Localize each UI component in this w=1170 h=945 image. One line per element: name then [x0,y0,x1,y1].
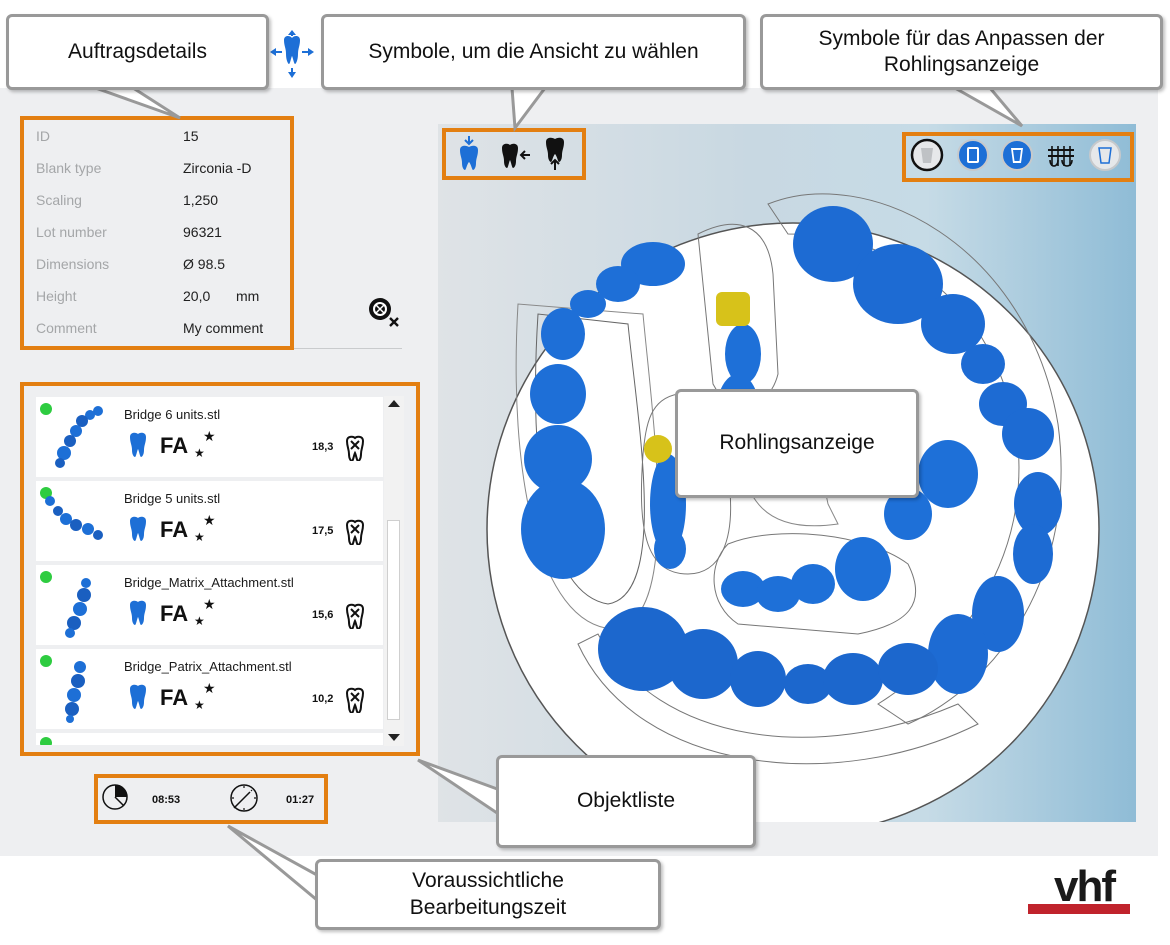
svg-text:★: ★ [194,698,205,711]
holder-bridges-icon[interactable] [1046,142,1076,172]
view-symbols-highlight-box [442,128,586,180]
callout-order-details: Auftragsdetails [6,14,269,90]
list-item[interactable]: Bridge 6 units.stl FA ★★ 18,3 [36,397,383,477]
svg-text:★: ★ [203,429,216,445]
scroll-down-arrow-icon[interactable] [388,734,400,741]
time-highlight-box [94,774,328,824]
object-name: Bridge_Patrix_Attachment.stl [124,659,292,674]
fa-badge: FA [160,685,189,710]
milling-tooth-icon[interactable] [344,433,366,461]
status-dot [40,487,52,499]
svg-text:★: ★ [194,614,205,627]
list-scrollbar[interactable] [384,396,404,746]
object-name: Bridge_Matrix_Attachment.stl [124,575,294,590]
blank-transparent-icon[interactable] [1088,138,1122,172]
milling-tooth-icon[interactable] [344,517,366,545]
status-dot [40,655,52,667]
detail-value-lot-number: 96321 [183,224,222,240]
list-item[interactable]: Bridge_Patrix_Attachment.stl FA ★★ 10,2 [36,649,383,729]
blank-outline-icon[interactable] [910,138,944,172]
blank-symbols-highlight-box [902,132,1134,182]
list-item[interactable]: Bridge 5 units.stl FA ★★ 17,5 [36,481,383,561]
callout-blank-symbols: Symbole für das Anpassen der Rohlingsanz… [760,14,1163,90]
logo-bar [1028,904,1130,914]
svg-text:★: ★ [203,681,216,697]
object-value: 15,6 [312,609,334,621]
list-item-partial[interactable] [36,733,383,745]
list-item[interactable]: Bridge_Matrix_Attachment.stl FA ★★ 15,6 [36,565,383,645]
detail-unit-height: mm [236,288,260,304]
bridge-thumbnail-icon [65,661,86,723]
fa-badge: FA [160,433,189,458]
callout-blank-symbols-line1: Symbole für das Anpassen der [818,26,1105,50]
scroll-up-arrow-icon[interactable] [388,400,400,407]
remaining-time: 01:27 [286,794,315,806]
view-top-icon[interactable] [458,136,480,170]
detail-label-height: Height [36,288,77,304]
tooth-icon[interactable] [128,599,148,625]
detail-label-scaling: Scaling [36,192,82,208]
elapsed-time-icon [102,784,128,810]
detail-value-comment: My comment [183,320,264,336]
remaining-time-icon [230,784,258,812]
status-dot [40,571,52,583]
callout-est-time: Voraussichtliche Bearbeitungszeit [315,859,661,930]
bridge-thumbnail-icon [55,406,103,468]
svg-text:★: ★ [203,597,216,613]
detail-label-comment: Comment [36,320,97,336]
tooth-icon[interactable] [128,683,148,709]
callout-blank-symbols-line2: Rohlingsanzeige [883,53,1040,76]
object-value: 17,5 [312,525,334,537]
logo-text: vhf [1054,862,1116,911]
object-value: 18,3 [312,441,334,453]
detail-value-blank-type: Zirconia -D [183,160,252,176]
stars-icon[interactable]: ★★ [194,597,216,627]
stars-icon[interactable]: ★★ [194,681,216,711]
tooth-icon[interactable] [128,431,148,457]
detail-label-dimensions: Dimensions [36,256,110,272]
svg-text:★: ★ [194,446,205,459]
callout-est-time-line1: Voraussichtliche [412,869,564,893]
callout-blank-view: Rohlingsanzeige [675,389,919,498]
view-bottom-icon[interactable] [544,136,566,170]
object-name: Bridge 5 units.stl [124,491,221,506]
bridge-thumbnail-icon [65,578,91,638]
detail-label-lot-number: Lot number [36,224,107,240]
details-highlight-box [20,116,294,350]
blank-display-symbols [906,136,1128,178]
callout-est-time-line2: Bearbeitungszeit [409,895,567,919]
status-dot [40,403,52,415]
tooth-icon[interactable] [128,515,148,541]
milling-tooth-icon[interactable] [344,601,366,629]
detail-value-scaling: 1,250 [183,192,219,208]
detail-value-id: 15 [183,128,199,144]
callout-object-list: Objektliste [496,755,756,848]
stars-icon[interactable]: ★★ [194,429,216,459]
svg-text:★: ★ [203,513,216,529]
move-tooth-icon[interactable] [270,30,314,78]
fa-badge: FA [160,517,189,542]
vhf-logo: vhf [1028,862,1130,918]
milling-tooth-icon[interactable] [344,685,366,713]
elapsed-time: 08:53 [152,794,181,806]
callout-view-symbols: Symbole, um die Ansicht zu wählen [321,14,746,90]
detail-label-blank-type: Blank type [36,160,102,176]
edit-blank-icon[interactable] [366,296,402,330]
blank-solid-icon[interactable] [956,138,990,172]
view-side-icon[interactable] [500,142,532,168]
detail-label-id: ID [36,128,50,144]
detail-value-dimensions: Ø 98.5 [183,256,226,272]
fa-badge: FA [160,601,189,626]
object-value: 10,2 [312,693,334,705]
bridge-thumbnail-icon [45,496,103,540]
blank-cup-icon[interactable] [1000,138,1034,172]
stars-icon[interactable]: ★★ [194,513,216,543]
object-list-highlight-box [20,382,420,756]
object-name: Bridge 6 units.stl [124,407,221,422]
scroll-thumb[interactable] [387,520,400,720]
svg-text:★: ★ [194,530,205,543]
view-symbols-bar [446,132,580,176]
status-dot [40,737,52,745]
detail-value-height: 20,0 [183,288,211,304]
